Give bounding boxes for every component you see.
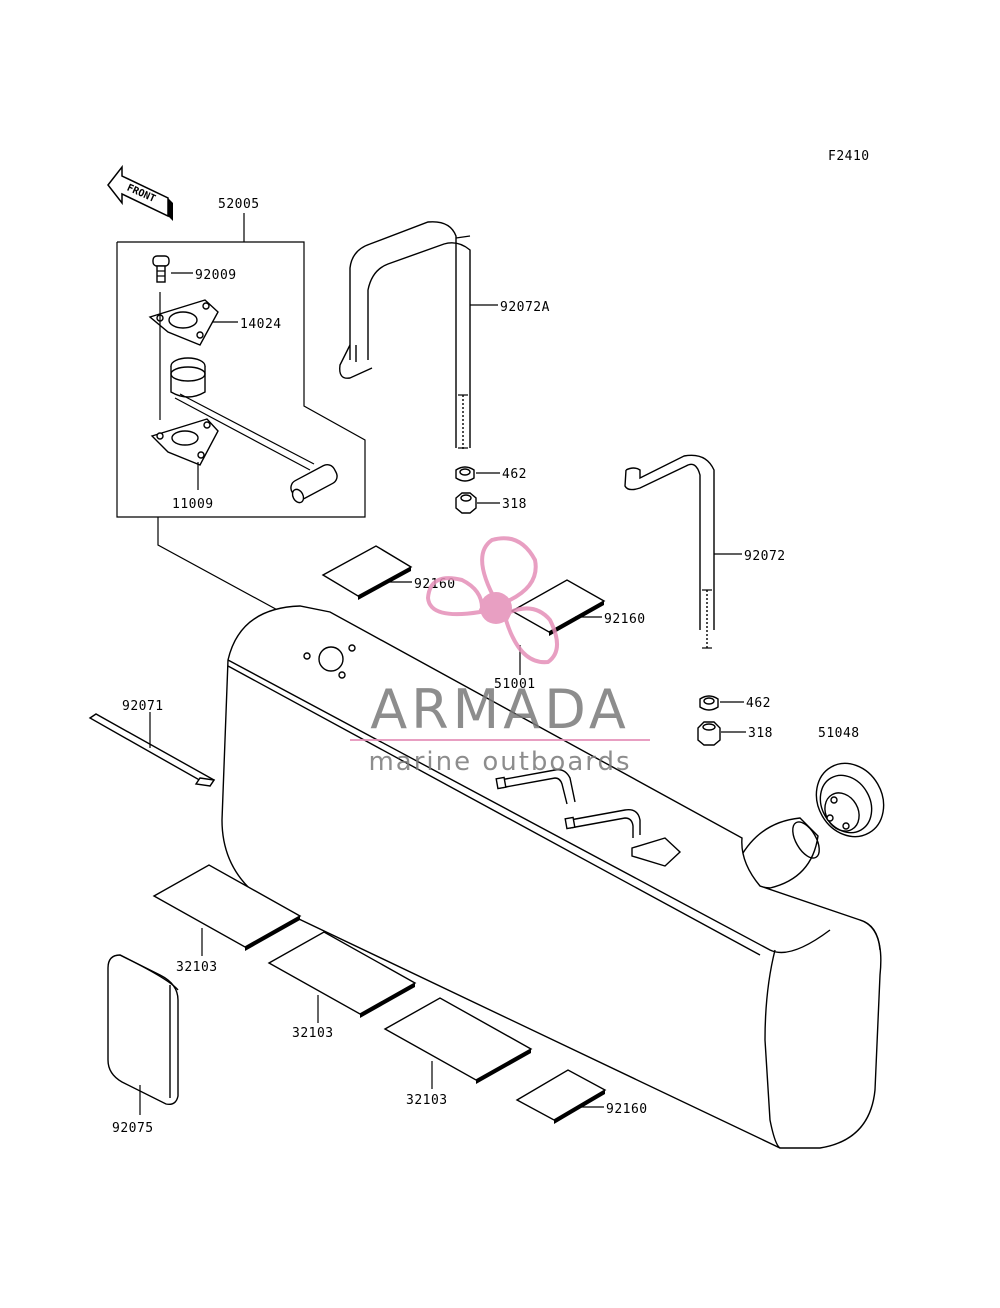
gasket-11009 [150, 418, 219, 466]
strap-92072A [339, 221, 471, 450]
label-32103-b: 32103 [292, 1026, 334, 1041]
pad-92160-lower [515, 1069, 607, 1124]
label-92009: 92009 [195, 268, 237, 283]
pad-92160-upper-right [510, 579, 606, 636]
label-318-top: 318 [502, 497, 527, 512]
label-92071: 92071 [122, 699, 164, 714]
label-14024: 14024 [240, 317, 282, 332]
label-32103-c: 32103 [406, 1093, 448, 1108]
armada-watermark: ARMADA marine outboards [350, 536, 650, 777]
figure-code: F2410 [828, 149, 870, 164]
screw-92009 [152, 255, 170, 283]
front-arrow-icon: FRONT [107, 164, 173, 221]
label-92072: 92072 [744, 549, 786, 564]
label-462-right: 462 [746, 696, 771, 711]
label-92160-upper-right: 92160 [604, 612, 646, 627]
label-51048: 51048 [818, 726, 860, 741]
nut-318-right [697, 721, 721, 746]
pad-32103-c [383, 997, 533, 1084]
strap-92072 [624, 454, 715, 649]
label-318-right: 318 [748, 726, 773, 741]
pad-92075 [107, 954, 179, 1106]
plate-14024 [148, 299, 219, 346]
filler-cap-51048 [739, 762, 885, 889]
washer-462-top [455, 466, 475, 482]
propeller-logo-icon [425, 536, 559, 665]
label-52005: 52005 [218, 197, 260, 212]
fuel-tank-51001 [221, 605, 882, 1149]
label-462-top: 462 [502, 467, 527, 482]
label-11009: 11009 [172, 497, 214, 512]
nut-318-top [455, 492, 477, 514]
pad-32103-b [267, 931, 417, 1018]
strip-92071 [88, 713, 216, 787]
label-92072A: 92072A [500, 300, 550, 315]
assembly-52005: 52005 92009 14024 [116, 197, 366, 518]
label-51001: 51001 [494, 677, 536, 692]
pad-92160-upper-left [321, 545, 413, 600]
washer-462-right [699, 695, 719, 711]
label-32103-a: 32103 [176, 960, 218, 975]
fuel-sender-unit [170, 357, 338, 504]
watermark-tagline: marine outboards [368, 747, 631, 777]
label-92075: 92075 [112, 1121, 154, 1136]
watermark-brand: ARMADA [370, 678, 630, 741]
pad-32103-a [152, 864, 302, 951]
label-92160-lower: 92160 [606, 1102, 648, 1117]
